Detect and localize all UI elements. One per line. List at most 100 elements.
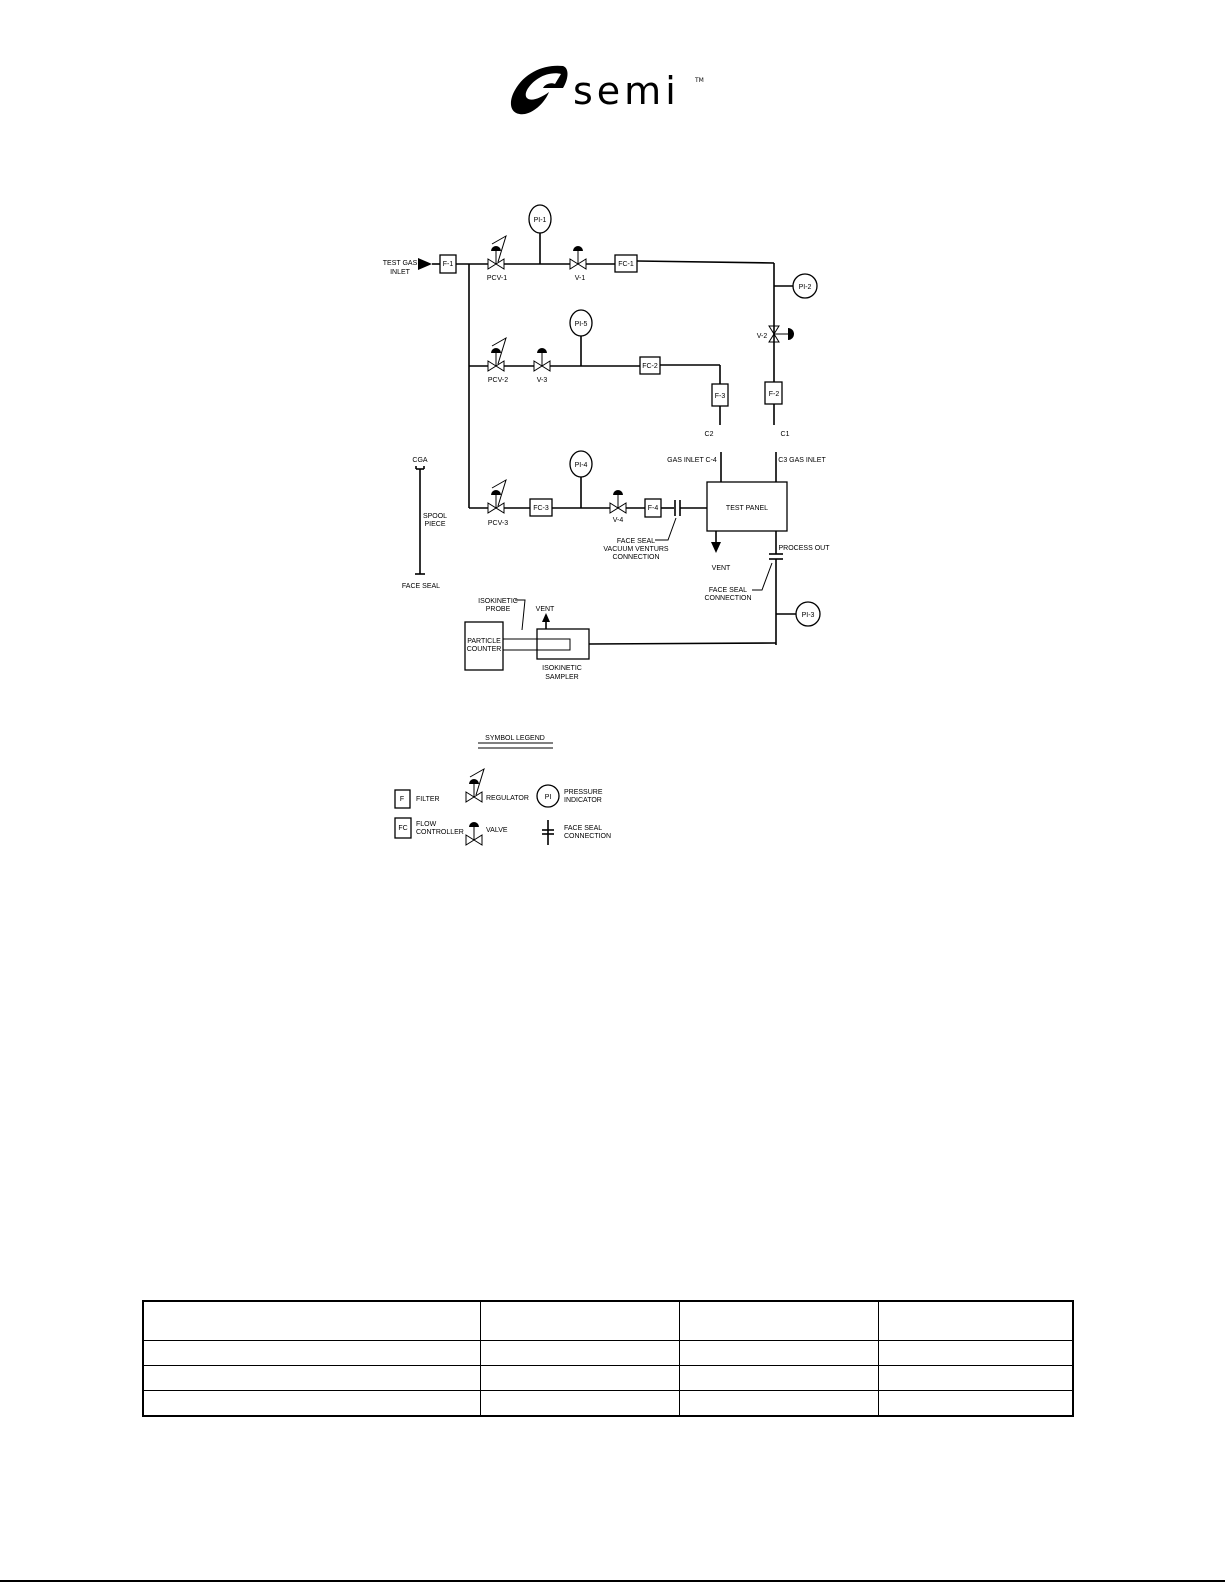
flow-diagram: TEST GAS INLET F-1 PCV-1 PI-1 V-1 FC-1 P… — [383, 204, 831, 846]
regulator-pcv3 — [487, 479, 507, 514]
table-cell — [480, 1365, 680, 1391]
face-seal-spool-label: FACE SEAL — [402, 583, 440, 590]
table-cell — [878, 1300, 1074, 1341]
legend-face-seal-label-2: CONNECTION — [564, 833, 611, 840]
legend-filter-label: FILTER — [416, 796, 440, 803]
pi1-label: PI-1 — [534, 217, 547, 224]
table-cell — [679, 1340, 879, 1366]
test-gas-inlet-label-2: INLET — [390, 269, 411, 276]
pressure-indicator-pi4 — [569, 450, 593, 478]
v2-label: V-2 — [757, 333, 768, 340]
flow-controller-fc1 — [614, 254, 638, 273]
particle-counter — [464, 621, 504, 671]
legend-pi-label-1: PRESSURE — [564, 789, 603, 796]
face-seal-connection-label-1: FACE SEAL — [709, 587, 747, 594]
pcv2-label: PCV-2 — [488, 377, 508, 384]
valve-v4 — [609, 489, 627, 514]
pressure-indicator-pi2 — [792, 273, 818, 299]
spool-label-2: PIECE — [424, 521, 445, 528]
isokinetic-probe-label-2: PROBE — [486, 606, 511, 613]
table-cell — [142, 1365, 481, 1391]
table-cell — [679, 1300, 879, 1341]
legend-face-seal-label-1: FACE SEAL — [564, 825, 602, 832]
gas-inlet-c4-label: GAS INLET C-4 — [667, 457, 717, 464]
isokinetic-sampler — [536, 628, 590, 660]
isokinetic-probe — [503, 638, 571, 651]
pressure-indicator-pi1 — [528, 204, 552, 234]
isokinetic-sampler-label-1: ISOKINETIC — [542, 665, 582, 672]
table-cell — [480, 1340, 680, 1366]
valve-v2 — [768, 325, 794, 343]
c2-label: C2 — [705, 431, 714, 438]
valve-v1 — [569, 245, 587, 270]
table-cell — [480, 1390, 680, 1417]
inlet-arrow — [418, 258, 432, 270]
table-header-row — [142, 1300, 1074, 1341]
v1-label: V-1 — [575, 275, 586, 282]
legend-filter-symbol — [394, 789, 411, 809]
pressure-indicator-pi3 — [795, 601, 821, 627]
vent-panel-label: VENT — [712, 565, 731, 572]
regulator-pcv1 — [487, 235, 507, 270]
legend-fc-symbol — [394, 817, 412, 839]
table-cell — [142, 1390, 481, 1417]
filter-f3-label: F-3 — [715, 393, 726, 400]
spool-label-1: SPOOL — [423, 513, 447, 520]
c1-label: C1 — [781, 431, 790, 438]
test-panel — [706, 481, 788, 532]
legend-fc-label-1: FLOW — [416, 821, 437, 828]
semi-logo: semi TM — [510, 65, 704, 115]
face-seal-vacuum-label-3: CONNECTION — [612, 554, 659, 561]
valve-v3 — [533, 347, 551, 372]
legend-fc-symbol-text: FC — [398, 825, 407, 832]
fc1-label: FC-1 — [618, 261, 634, 268]
face-seal-vacuum-label-2: VACUUM VENTURS — [603, 546, 669, 553]
vent-sampler-arrow — [542, 613, 550, 622]
isokinetic-sampler-label-2: SAMPLER — [545, 674, 578, 681]
table-row — [142, 1340, 1074, 1366]
filter-f1-label: F-1 — [443, 261, 454, 268]
pi2-label: PI-2 — [799, 284, 812, 291]
particle-counter-label-1: PARTICLE — [467, 638, 501, 645]
fc2-label: FC-2 — [642, 363, 658, 370]
logo-wordmark: semi — [573, 69, 680, 113]
c3-gas-inlet-label: C3 GAS INLET — [778, 457, 826, 464]
spool-piece — [415, 466, 425, 575]
symbol-legend: SYMBOL LEGEND F FILTER FC FLOW CONTROLLE… — [394, 735, 611, 846]
legend-valve-label: VALVE — [486, 827, 508, 834]
test-gas-inlet-label: TEST GAS — [383, 260, 418, 267]
logo-trademark: TM — [694, 77, 704, 84]
table-row — [142, 1365, 1074, 1391]
table-cell — [878, 1390, 1074, 1417]
legend-pi-symbol — [536, 784, 560, 808]
filter-f2-label: F-2 — [769, 391, 780, 398]
legend-regulator-symbol — [465, 768, 485, 803]
table-cell — [878, 1365, 1074, 1391]
pi3-label: PI-3 — [802, 612, 815, 619]
logo-swoosh — [510, 65, 568, 115]
vent-sampler-label: VENT — [536, 606, 555, 613]
legend-pi-symbol-text: PI — [545, 794, 552, 801]
table-cell — [878, 1340, 1074, 1366]
legend-fc-label-2: CONTROLLER — [416, 829, 464, 836]
table-cell — [142, 1340, 481, 1366]
legend-face-seal-symbol — [542, 820, 554, 845]
legend-regulator-label: REGULATOR — [486, 795, 529, 802]
cga-label: CGA — [412, 457, 428, 464]
face-seal-vacuum-connection — [674, 500, 681, 516]
process-out-label: PROCESS OUT — [779, 545, 831, 552]
legend-filter-symbol-text: F — [400, 796, 404, 803]
table-row — [142, 1390, 1074, 1417]
pcv3-label: PCV-3 — [488, 520, 508, 527]
data-table — [142, 1300, 1074, 1417]
pi4-label: PI-4 — [575, 462, 588, 469]
pcv1-label: PCV-1 — [487, 275, 507, 282]
pi5-label: PI-5 — [575, 321, 588, 328]
regulator-pcv2 — [487, 337, 507, 372]
v3-label: V-3 — [537, 377, 548, 384]
legend-pi-label-2: INDICATOR — [564, 797, 602, 804]
face-seal-vacuum-label-1: FACE SEAL — [617, 538, 655, 545]
table-cell — [480, 1300, 680, 1341]
filter-f4-label: F-4 — [648, 505, 659, 512]
pressure-indicator-pi5 — [569, 309, 593, 337]
